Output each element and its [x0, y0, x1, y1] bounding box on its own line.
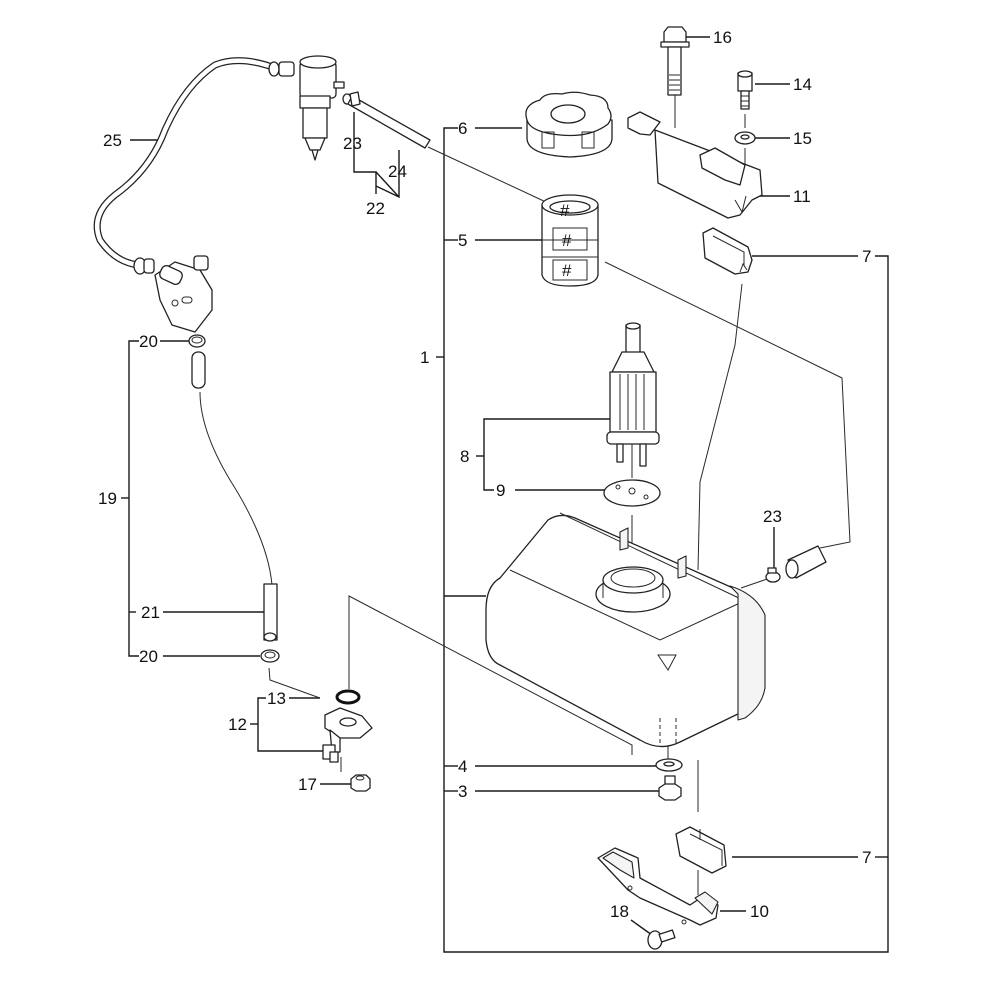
return-hose-24-drawing	[342, 91, 431, 149]
injection-pipe-25-drawing	[93, 57, 295, 275]
o-ring-13-drawing	[335, 689, 361, 705]
callout-13: 13	[267, 689, 286, 708]
bolt-16-drawing	[660, 26, 690, 96]
callout-25: 25	[103, 131, 122, 150]
filter-plate-9-drawing	[603, 479, 661, 507]
lower-bracket-10-drawing	[597, 847, 719, 926]
hose-clamp-20-lower-drawing	[260, 649, 280, 663]
callout-19: 19	[98, 489, 117, 508]
callout-6: 6	[458, 119, 467, 138]
callout-22: 22	[366, 199, 385, 218]
fuel-cock-12-drawing	[322, 707, 373, 763]
callout-24: 24	[388, 162, 407, 181]
bolt-18-drawing	[647, 929, 676, 950]
strainer-5-drawing: # # #	[541, 194, 599, 287]
callout-4: 4	[458, 757, 467, 776]
cushion-7-lower-drawing	[675, 826, 727, 874]
callout-1: 1	[420, 348, 429, 367]
callout-21: 21	[141, 603, 160, 622]
callout-23-right: 23	[763, 507, 782, 526]
leader-lines	[121, 36, 858, 936]
washer-4-drawing	[655, 758, 683, 772]
fuel-filter-8-drawing	[606, 322, 660, 467]
callout-9: 9	[496, 481, 505, 500]
hose-right-drawing	[785, 545, 827, 579]
svg-text:#: #	[562, 261, 572, 280]
upper-bracket-11-drawing	[627, 111, 763, 219]
callout-10: 10	[750, 902, 769, 921]
callout-20-upper: 20	[139, 332, 158, 351]
injection-pump-fitting-drawing	[154, 255, 213, 333]
callout-labels: 16 14 15 11 7 6 5 1 8 9 23 4 3 7 10 18 2…	[98, 28, 871, 921]
callout-23-left: 23	[343, 134, 362, 153]
fuel-tank-1-drawing	[485, 512, 766, 748]
fuel-hose-21-drawing	[191, 351, 278, 642]
callout-7-upper: 7	[862, 247, 871, 266]
callout-14: 14	[793, 75, 812, 94]
injector-nozzle-drawing	[299, 55, 345, 161]
nut-17-drawing	[350, 774, 371, 792]
hose-clamp-20-upper-drawing	[188, 334, 206, 348]
callout-17: 17	[298, 775, 317, 794]
callout-16: 16	[713, 28, 732, 47]
callout-8: 8	[460, 447, 469, 466]
callout-11: 11	[793, 187, 811, 206]
cushion-7-upper-drawing	[702, 227, 753, 275]
fuel-cap-6-drawing	[525, 91, 613, 158]
hose-clip-23-right-drawing	[765, 567, 781, 583]
callout-15: 15	[793, 129, 812, 148]
callout-7-lower: 7	[862, 848, 871, 867]
assembly-path-lines	[268, 146, 851, 895]
stud-14-drawing	[737, 70, 753, 110]
washer-15-drawing	[734, 131, 756, 145]
callout-18: 18	[610, 902, 629, 921]
drain-plug-3-drawing	[658, 775, 682, 801]
callout-3: 3	[458, 782, 467, 801]
svg-text:#: #	[562, 231, 572, 250]
callout-12: 12	[228, 715, 247, 734]
assembly-bracket-lines	[436, 127, 889, 953]
callout-5: 5	[458, 231, 467, 250]
svg-text:#: #	[560, 201, 570, 220]
callout-20-lower: 20	[139, 647, 158, 666]
